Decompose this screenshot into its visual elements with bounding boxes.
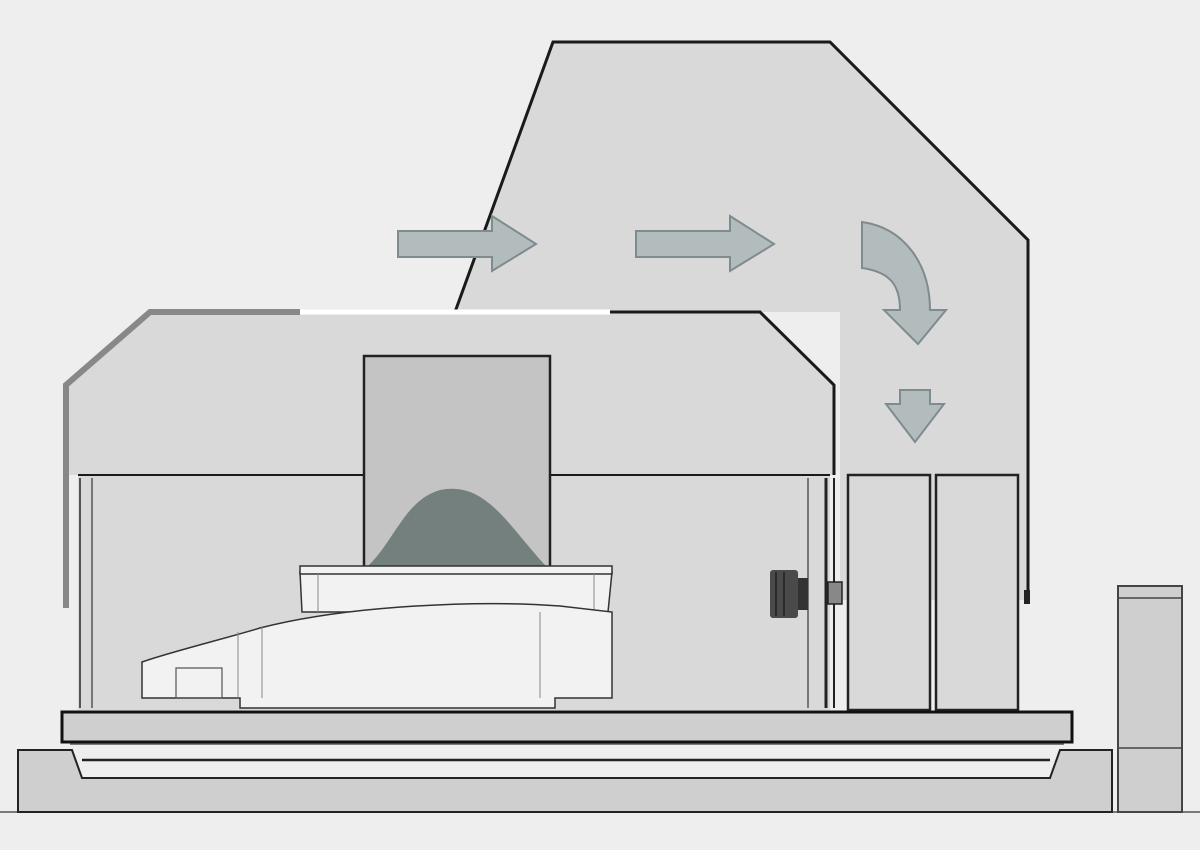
right-panel-2 — [934, 473, 1020, 712]
front-hood-outline — [610, 310, 836, 475]
hood-latch — [1024, 590, 1030, 604]
airflow-down-arrow — [883, 389, 947, 444]
front-hood-edge — [63, 309, 300, 608]
scale-display — [175, 667, 223, 699]
airflow-curved-arrow — [861, 220, 949, 346]
rear-hood-outline — [453, 40, 1030, 600]
base-plate — [60, 710, 1074, 744]
scale-body — [141, 602, 613, 709]
right-panel-1 — [846, 473, 932, 712]
airflow-arrow-1 — [397, 214, 538, 273]
rear-hood — [455, 42, 1028, 600]
powder-sample — [368, 488, 546, 566]
scale-pan — [299, 565, 613, 575]
airflow-arrow-2 — [635, 214, 776, 273]
side-post — [1117, 585, 1183, 813]
base-frame — [17, 749, 1113, 813]
